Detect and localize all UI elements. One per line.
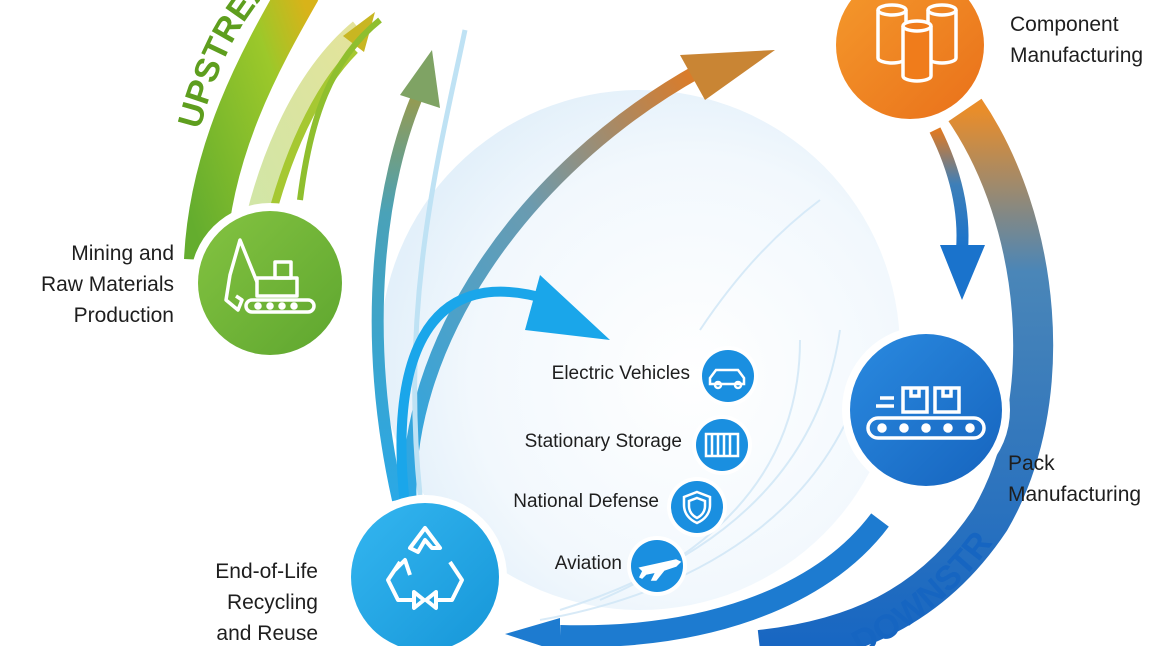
battery-cells-icon — [876, 3, 958, 83]
stage-mining[interactable] — [190, 203, 350, 363]
storage-container-icon — [704, 432, 740, 458]
app-label-national-defense: National Defense — [513, 491, 659, 512]
recycle-to-mining-arrow — [371, 29, 468, 502]
shield-icon — [682, 490, 712, 525]
conveyor-belt-icon — [866, 386, 986, 440]
excavator-icon — [224, 238, 316, 314]
cell-label: Cell and Component Manufacturing — [1010, 0, 1144, 67]
recycle-to-cell-arrow — [402, 50, 775, 511]
pack-label: Pack Manufacturing — [1008, 452, 1142, 506]
app-label-stationary-storage: Stationary Storage — [524, 431, 682, 452]
recycle-to-applications-arrow — [396, 275, 610, 506]
app-label-aviation: Aviation — [554, 553, 622, 574]
recycle-icon — [386, 526, 464, 610]
app-national-defense[interactable] — [667, 477, 727, 537]
app-aviation[interactable] — [627, 536, 687, 596]
app-label-electric-vehicles: Electric Vehicles — [551, 363, 690, 384]
airplane-icon — [638, 559, 682, 581]
app-stationary-storage[interactable] — [692, 415, 752, 475]
mining-label: Mining and Raw Materials Production — [40, 242, 174, 327]
recycling-label: End-of-Life Recycling and Reuse — [215, 560, 318, 645]
stage-cell-component[interactable] — [828, 0, 992, 127]
stage-pack[interactable] — [842, 326, 1010, 494]
app-electric-vehicles[interactable] — [698, 346, 758, 406]
downstream-arc — [505, 98, 1054, 646]
car-icon — [708, 368, 746, 390]
stage-recycling[interactable] — [343, 495, 507, 646]
